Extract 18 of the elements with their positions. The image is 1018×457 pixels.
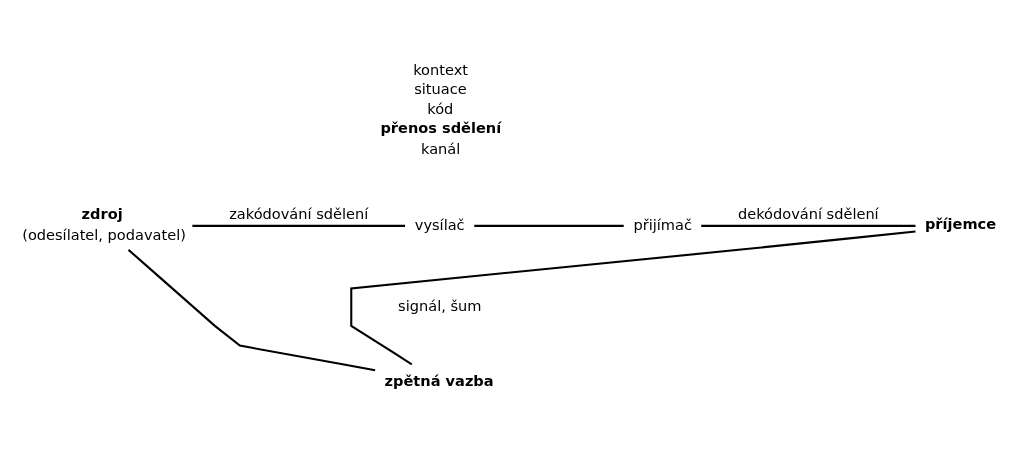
label: signál, šum: [398, 296, 482, 314]
edge-label: zakódování sdělení: [229, 204, 369, 222]
label: kanál: [421, 139, 461, 157]
label: kód: [427, 99, 454, 117]
node-text: vysílač: [414, 215, 465, 233]
connector: [192, 224, 406, 227]
connector: [350, 230, 916, 365]
connector: [127, 248, 376, 371]
node-text: zdroj (odesílatel, podavatel): [22, 204, 186, 243]
connector: [701, 224, 916, 227]
node-text: příjemce: [924, 214, 997, 232]
node-text: přijímač: [633, 215, 692, 233]
node-text: zpětná vazba: [384, 371, 494, 389]
label: kontext: [413, 60, 469, 78]
label: přenos sdělení: [380, 118, 502, 136]
label: situace: [414, 79, 467, 97]
connector: [474, 224, 624, 227]
edge-label: dekódování sdělení: [737, 204, 879, 222]
